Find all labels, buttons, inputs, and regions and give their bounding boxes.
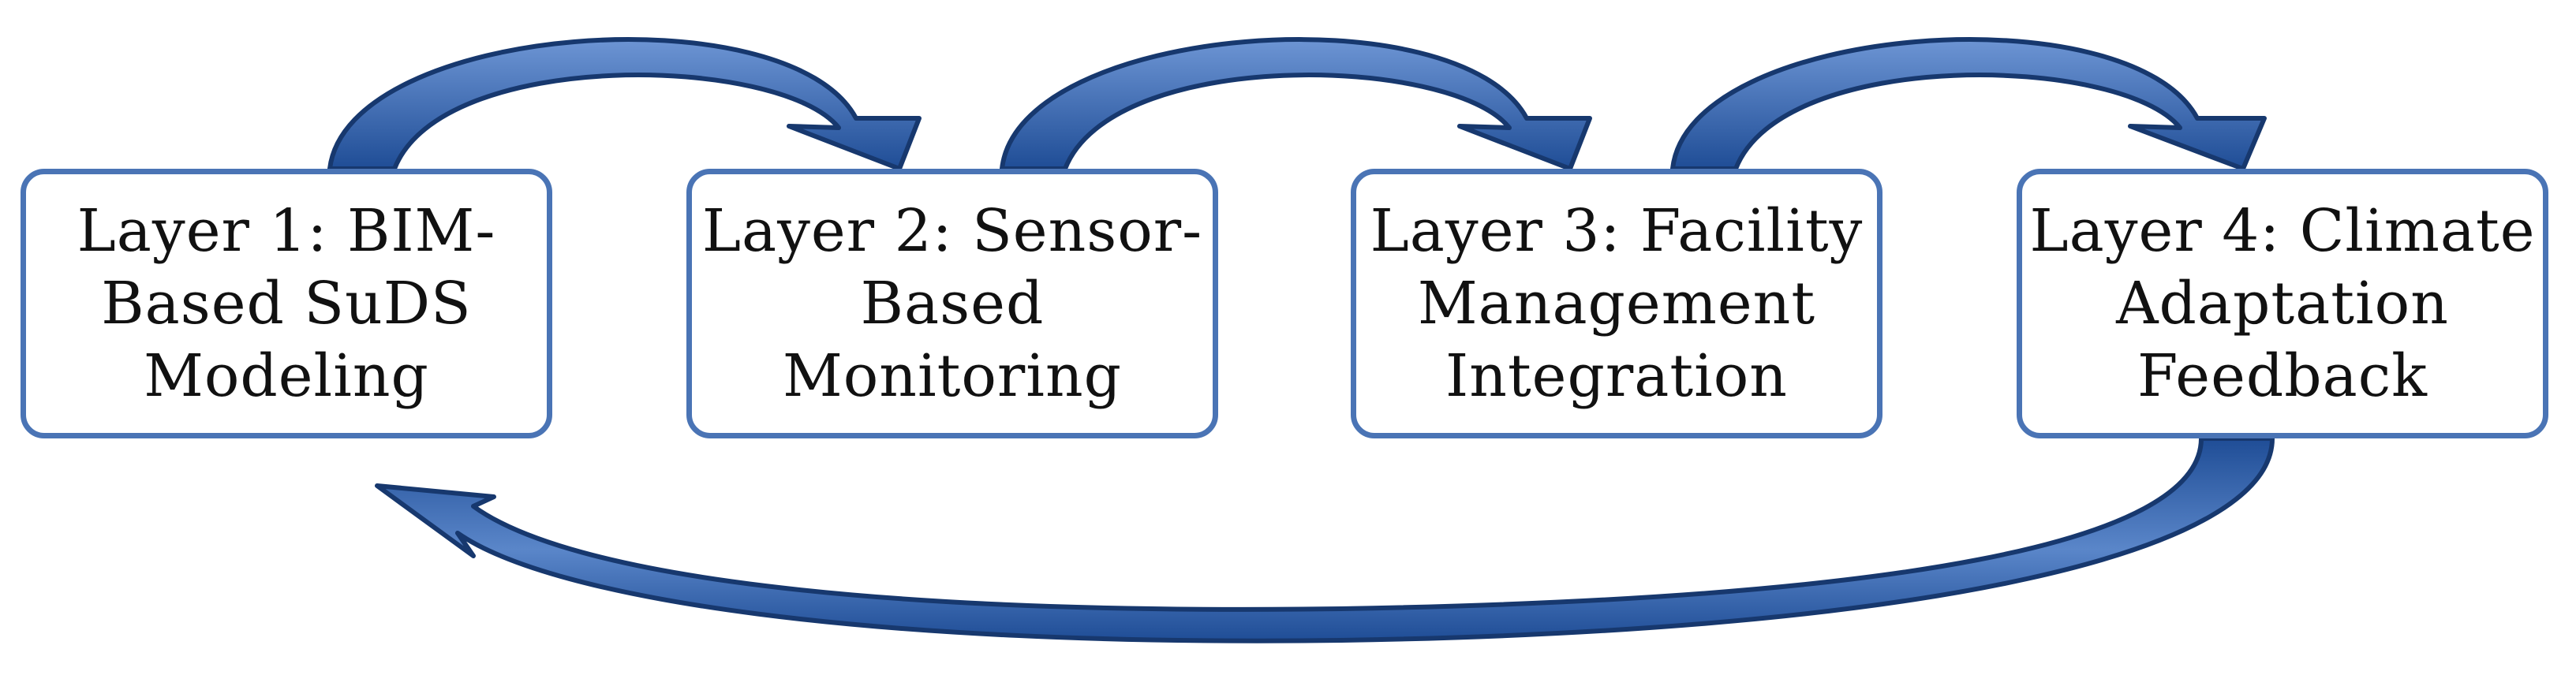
arrow-layer1-to-layer2 — [327, 37, 922, 171]
layer-2-box: Layer 2: Sensor- Based Monitoring — [686, 169, 1218, 438]
arrow-layer3-to-layer4 — [1670, 37, 2267, 171]
arrow-layer2-to-layer3 — [1000, 37, 1592, 171]
layer-1-label: Layer 1: BIM- Based SuDS Modeling — [77, 197, 496, 410]
layer-4-label: Layer 4: Climate Adaptation Feedback — [2029, 197, 2536, 410]
layer-1-box: Layer 1: BIM- Based SuDS Modeling — [21, 169, 552, 438]
layer-3-box: Layer 3: Facility Management Integration — [1351, 169, 1882, 438]
layer-4-box: Layer 4: Climate Adaptation Feedback — [2017, 169, 2548, 438]
layer-3-label: Layer 3: Facility Management Integration — [1370, 197, 1864, 410]
arrow-layer4-to-layer1 — [375, 436, 2275, 643]
layer-2-label: Layer 2: Sensor- Based Monitoring — [701, 197, 1203, 410]
